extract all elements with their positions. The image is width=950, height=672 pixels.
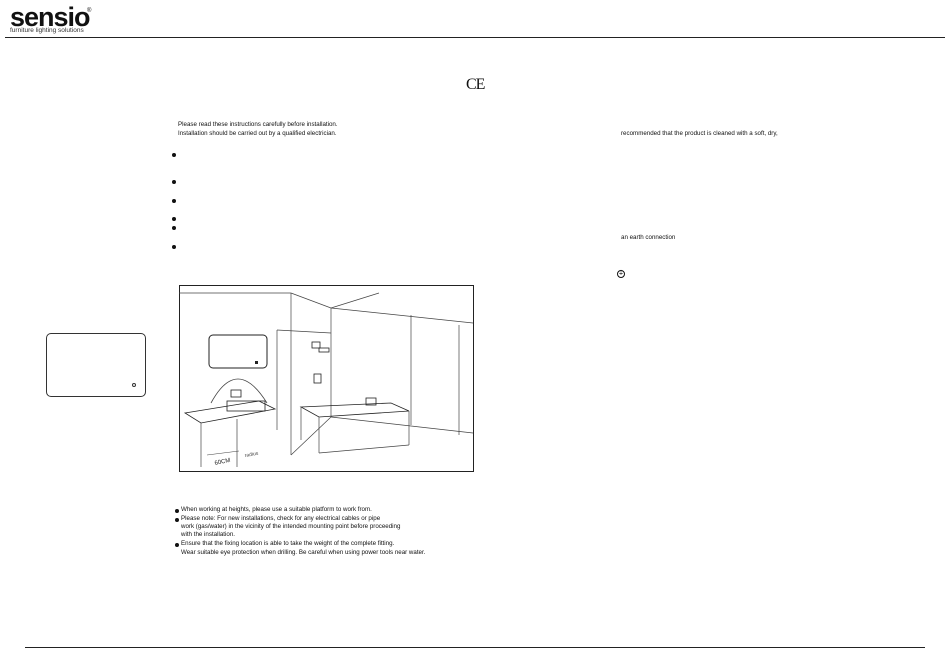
bullet-icon bbox=[172, 245, 176, 249]
brand-tagline: furniture lighting solutions bbox=[10, 27, 84, 34]
mirror-switch-icon bbox=[132, 383, 136, 387]
safety-line-5: Ensure that the fixing location is able … bbox=[181, 540, 395, 547]
bullet-icon bbox=[175, 518, 179, 522]
safety-line-6: Wear suitable eye protection when drilli… bbox=[181, 549, 426, 556]
bullet-icon bbox=[172, 226, 176, 230]
bullet-icon bbox=[172, 217, 176, 221]
bullet-icon bbox=[175, 509, 179, 513]
intro-line-2: Installation should be carried out by a … bbox=[178, 130, 337, 137]
bullet-icon bbox=[172, 153, 176, 157]
safety-line-4: with the installation. bbox=[181, 531, 235, 538]
registered-mark: ® bbox=[87, 8, 92, 14]
bullet-icon bbox=[172, 199, 176, 203]
bullet-icon bbox=[175, 543, 179, 547]
safety-line-1: When working at heights, please use a su… bbox=[181, 506, 372, 513]
brand-logo: sensio bbox=[10, 2, 91, 32]
footer-divider bbox=[25, 647, 925, 648]
bathroom-diagram-svg: 60CM radius bbox=[179, 285, 474, 472]
bathroom-zone-diagram: 60CM radius bbox=[179, 285, 474, 472]
cleaning-note: recommended that the product is cleaned … bbox=[621, 130, 778, 137]
bullet-icon bbox=[172, 180, 176, 184]
ce-mark: CE bbox=[466, 76, 485, 93]
earth-note: an earth connection bbox=[621, 234, 676, 241]
safety-line-3: work (gas/water) in the vicinity of the … bbox=[181, 523, 401, 530]
intro-line-1: Please read these instructions carefully… bbox=[178, 121, 338, 128]
header-divider bbox=[5, 37, 945, 38]
safety-line-2: Please note: For new installations, chec… bbox=[181, 515, 381, 522]
earth-symbol-icon: ⏚ bbox=[617, 270, 625, 278]
distance-label: 60CM bbox=[214, 458, 231, 467]
radius-label: radius bbox=[244, 451, 259, 459]
mirror-outline-illustration bbox=[46, 333, 146, 397]
